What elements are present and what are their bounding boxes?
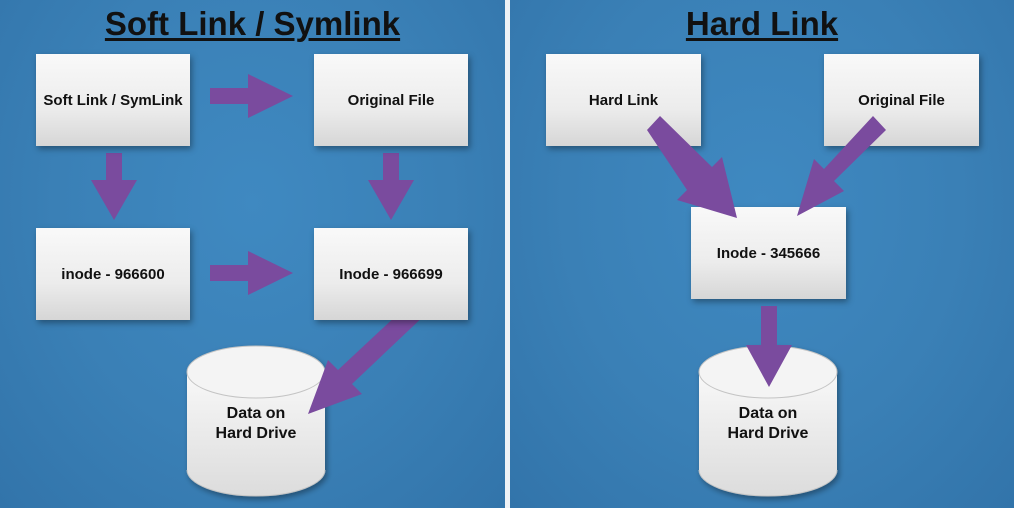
soft-link-diagram-graphics bbox=[91, 74, 427, 497]
hard-link-panel: Hard Link Hard Link Original File Inode … bbox=[510, 0, 1014, 508]
symlink-node: Soft Link / SymLink bbox=[36, 54, 190, 146]
hard-link-node: Hard Link bbox=[546, 54, 701, 146]
hard-link-title: Hard Link bbox=[685, 5, 839, 42]
soft-link-data-cylinder bbox=[186, 345, 326, 497]
symlink-inode-node-label: inode - 966600 bbox=[61, 265, 165, 283]
arrow-symlink-to-original bbox=[210, 74, 293, 118]
hard-original-file-node: Original File bbox=[824, 54, 979, 146]
hard-original-file-node-label: Original File bbox=[858, 91, 945, 109]
symlink-node-label: Soft Link / SymLink bbox=[43, 91, 183, 109]
symlink-inode-node: inode - 966600 bbox=[36, 228, 190, 320]
hard-link-data-label: Data on Hard Drive bbox=[727, 405, 809, 442]
soft-link-panel: Soft Link / Symlink Soft Link / bbox=[0, 0, 505, 508]
arrow-inode-to-inode bbox=[210, 251, 293, 295]
panel-divider bbox=[505, 0, 510, 508]
soft-link-data-label: Data on Hard Drive bbox=[215, 405, 297, 442]
original-file-node-label: Original File bbox=[347, 91, 435, 109]
soft-link-title: Soft Link / Symlink bbox=[104, 5, 401, 42]
original-file-node: Original File bbox=[314, 54, 468, 146]
hard-inode-node-label: Inode - 345666 bbox=[716, 244, 821, 262]
hard-link-node-label: Hard Link bbox=[588, 91, 659, 109]
arrow-symlink-to-inode bbox=[91, 153, 137, 220]
hard-inode-node: Inode - 345666 bbox=[691, 207, 846, 299]
original-inode-node-label: Inode - 966699 bbox=[339, 265, 443, 283]
original-inode-node: Inode - 966699 bbox=[314, 228, 468, 320]
arrow-inode-to-data bbox=[308, 299, 427, 414]
arrow-original-to-inode bbox=[368, 153, 414, 220]
